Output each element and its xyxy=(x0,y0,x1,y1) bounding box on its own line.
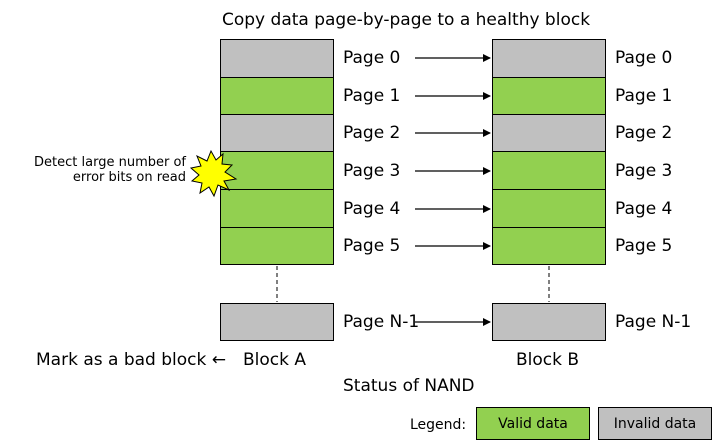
block-b-page-4-label: Page 4 xyxy=(615,199,673,219)
legend-label: Legend: xyxy=(410,417,467,433)
block-b-page-3-label: Page 3 xyxy=(615,161,673,181)
mark-bad-block-text: Mark as a bad block ← xyxy=(36,350,226,370)
block-a-page-5 xyxy=(220,227,334,265)
block-b-page-last-label: Page N-1 xyxy=(615,312,692,332)
legend-invalid-swatch: Invalid data xyxy=(598,407,712,440)
legend-valid-label: Valid data xyxy=(498,415,568,432)
copy-arrows xyxy=(415,54,491,326)
block-a-page-0-label: Page 0 xyxy=(343,48,401,68)
block-b-page-0 xyxy=(492,39,606,78)
block-a-page-2 xyxy=(220,114,334,152)
block-a-page-4-label: Page 4 xyxy=(343,199,401,219)
block-b-page-2-label: Page 2 xyxy=(615,123,673,143)
block-b-page-1-label: Page 1 xyxy=(615,86,673,106)
block-a-page-3 xyxy=(220,151,334,190)
block-b-page-5 xyxy=(492,227,606,265)
block-a-page-last xyxy=(220,303,334,341)
legend-valid-swatch: Valid data xyxy=(476,407,590,440)
dashed-continuation xyxy=(276,266,550,302)
block-b-label: Block B xyxy=(516,350,580,370)
block-a-page-1-label: Page 1 xyxy=(343,86,401,106)
block-b-page-last xyxy=(492,303,606,341)
nand-status-caption: Status of NAND xyxy=(343,376,475,396)
block-b-page-5-label: Page 5 xyxy=(615,236,673,256)
block-a-page-last-label: Page N-1 xyxy=(343,312,420,332)
legend-invalid-label: Invalid data xyxy=(613,415,697,432)
block-b-page-4 xyxy=(492,189,606,228)
error-note: Detect large number of error bits on rea… xyxy=(34,155,186,185)
error-note-line-1: Detect large number of xyxy=(34,155,186,170)
block-b-page-1 xyxy=(492,77,606,115)
block-a-page-3-label: Page 3 xyxy=(343,161,401,181)
diagram-title: Copy data page-by-page to a healthy bloc… xyxy=(222,10,591,30)
block-b-page-3 xyxy=(492,151,606,190)
burst-icon xyxy=(189,149,238,198)
block-b-page-0-label: Page 0 xyxy=(615,48,673,68)
error-note-line-2: error bits on read xyxy=(72,170,186,185)
block-a-label: Block A xyxy=(243,350,307,370)
block-a-page-5-label: Page 5 xyxy=(343,236,401,256)
block-a-page-2-label: Page 2 xyxy=(343,123,401,143)
